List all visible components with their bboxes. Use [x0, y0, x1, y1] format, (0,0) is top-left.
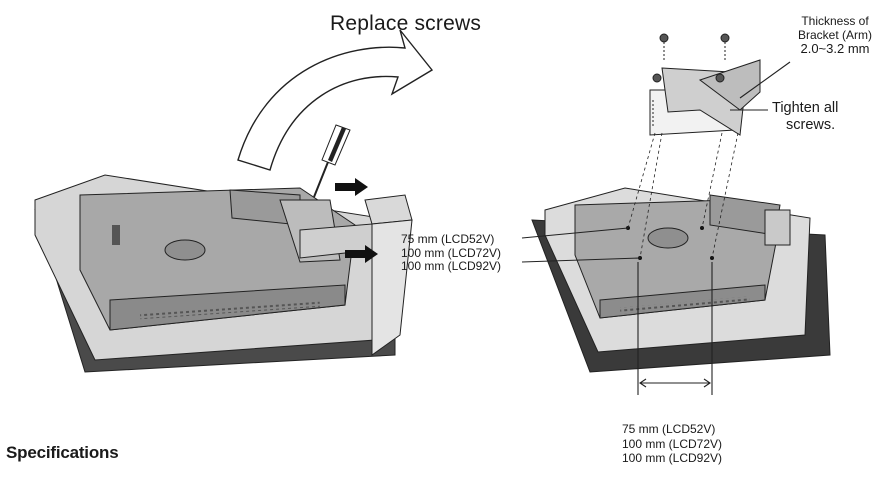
tighten-line-1: Tighten all	[772, 100, 839, 116]
monitor-right-illustration	[531, 187, 831, 373]
screw-icon	[659, 33, 669, 60]
screwdriver-icon	[313, 124, 351, 198]
thickness-line-2: Bracket (Arm)	[797, 28, 872, 42]
push-arrow-icon	[335, 178, 368, 196]
bracket-arm-illustration	[649, 59, 761, 136]
thickness-line-1: Thickness of	[801, 14, 869, 28]
vertical-spacing-label: 75 mm (LCD52V) 100 mm (LCD72V) 100 mm (L…	[401, 232, 502, 274]
screw-icon	[715, 73, 725, 83]
tighten-line-2: screws.	[786, 117, 836, 133]
horizontal-spacing-lcd52v: 75 mm (LCD52V)	[622, 422, 716, 436]
leader-lines	[521, 61, 791, 395]
screw-icon	[720, 33, 730, 60]
curved-arrow-icon	[237, 29, 434, 171]
monitor-left-illustration	[34, 174, 396, 373]
alignment-lines	[627, 132, 739, 259]
replace-screws-label: Replace screws	[330, 12, 482, 35]
vertical-spacing-lcd72v: 100 mm (LCD72V)	[401, 245, 502, 260]
horizontal-spacing-lcd92v: 100 mm (LCD92V)	[622, 451, 723, 465]
tighten-screws-label: Tighten all screws.	[772, 100, 838, 134]
horizontal-spacing-lcd72v: 100 mm (LCD72V)	[622, 436, 723, 451]
vertical-spacing-lcd52v: 75 mm (LCD52V)	[401, 232, 495, 246]
specifications-heading: Specifications	[6, 443, 119, 462]
vertical-spacing-lcd92v: 100 mm (LCD92V)	[401, 259, 502, 273]
thickness-line-3: 2.0~3.2 mm	[800, 41, 870, 56]
stand-arm-illustration	[299, 194, 413, 356]
push-arrow-icon	[345, 245, 378, 263]
horizontal-spacing-label: 75 mm (LCD52V) 100 mm (LCD72V) 100 mm (L…	[622, 422, 722, 466]
bracket-thickness-label: Thickness of Bracket (Arm) 2.0~3.2 mm	[785, 14, 885, 56]
screw-icon	[652, 73, 662, 83]
